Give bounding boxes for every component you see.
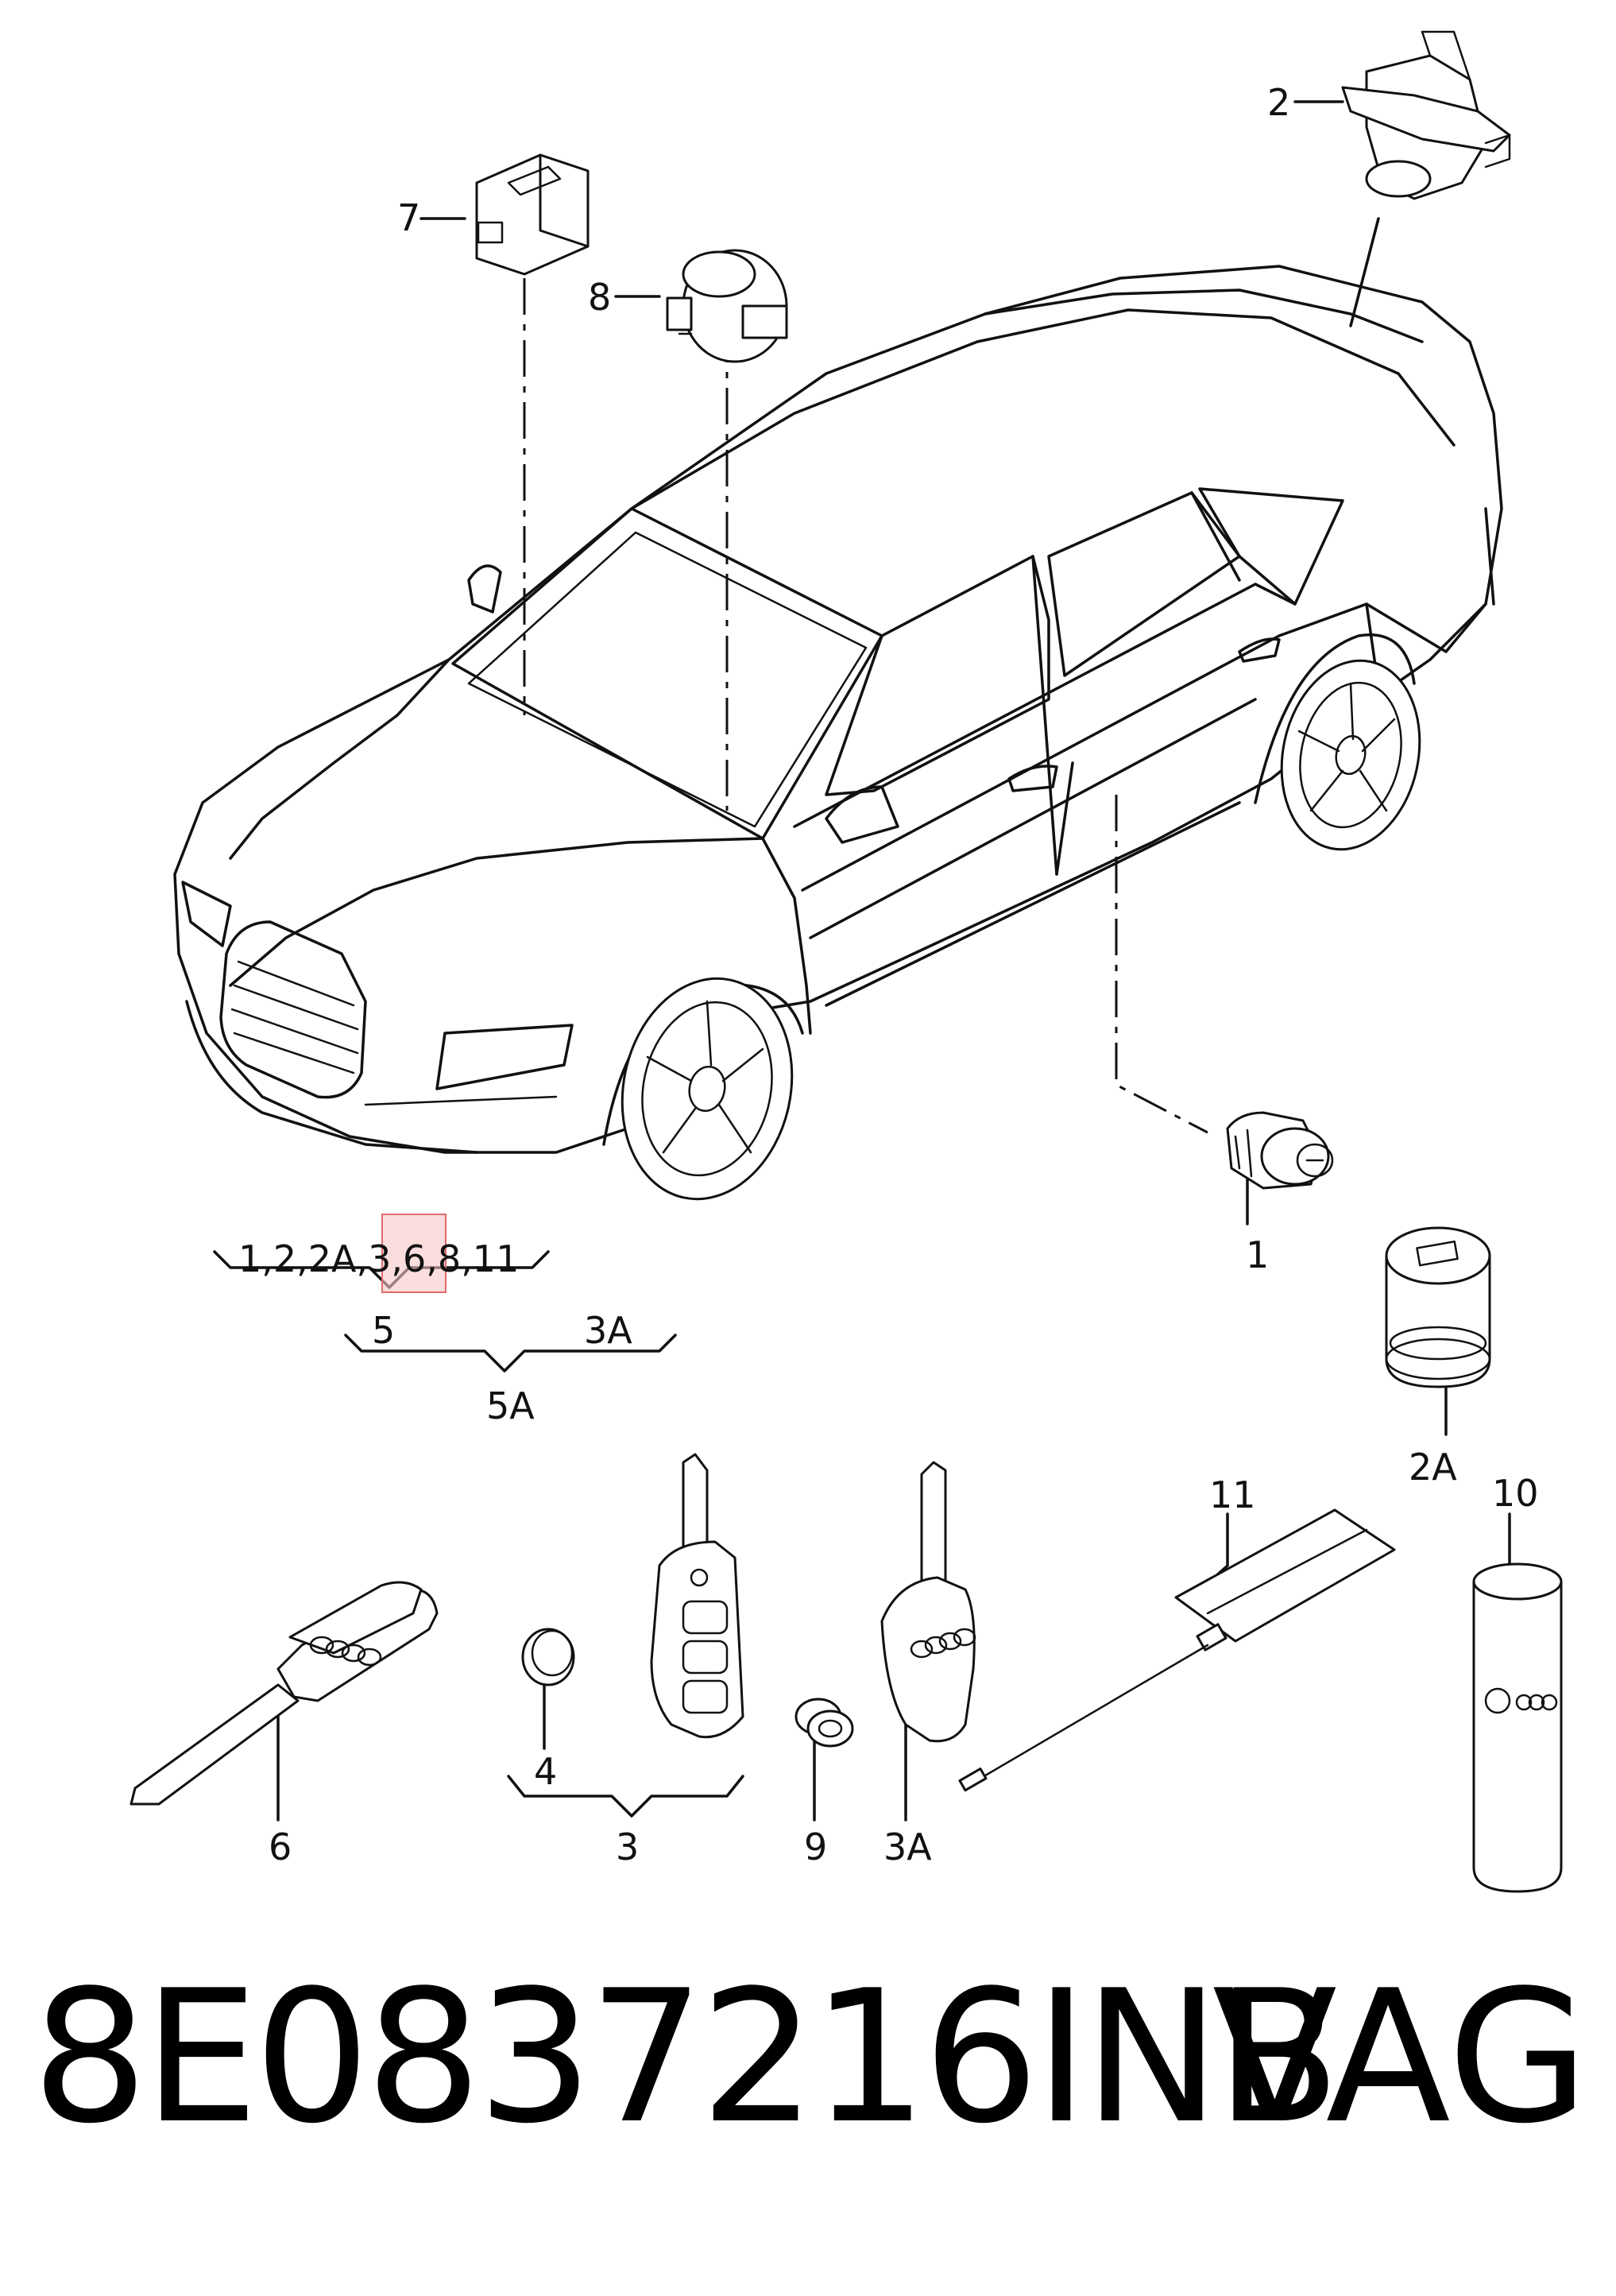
kit-list-prefix: 1,2,2A,	[238, 1237, 368, 1280]
group-brackets	[213, 1250, 744, 1818]
callout-5: 5	[372, 1309, 395, 1352]
highlight-marker	[381, 1214, 447, 1293]
part-9-grommet	[794, 1698, 854, 1748]
callout-10: 10	[1492, 1472, 1539, 1515]
callout-7: 7	[397, 196, 420, 239]
part-4-battery	[521, 1628, 575, 1686]
callout-1: 1	[1246, 1233, 1269, 1276]
part-11-transponder	[958, 1508, 1396, 1792]
footer: 8E0837216INB VAG	[32, 1939, 1589, 2178]
callout-2: 2	[1267, 81, 1290, 124]
part-3-flip-key	[650, 1453, 744, 1739]
part-10-canister	[1472, 1562, 1563, 1893]
callout-3a: 3A	[883, 1826, 932, 1868]
callout-8: 8	[588, 276, 611, 319]
callout-9: 9	[804, 1826, 827, 1868]
callout-6: 6	[269, 1826, 292, 1868]
part-2a-lock-barrel	[1385, 1226, 1491, 1388]
callout-3a-kit: 3A	[584, 1309, 632, 1352]
part-3a-remote-key	[880, 1461, 976, 1743]
callout-11: 11	[1209, 1473, 1256, 1516]
part-8-cylinder	[666, 249, 788, 363]
callout-3: 3	[616, 1826, 639, 1868]
part-6-key	[130, 1581, 439, 1806]
callout-4: 4	[534, 1750, 557, 1793]
kit-list-highlight: 3,6,	[368, 1237, 438, 1280]
callout-5a: 5A	[486, 1384, 535, 1427]
part-2-ignition-lock	[1341, 30, 1511, 200]
kit-list-suffix: 8,11	[438, 1237, 519, 1280]
brand-name: VAG	[1212, 1952, 1589, 2164]
kit-list: 1,2,2A,3,6,8,11	[238, 1237, 519, 1280]
car-illustration	[173, 265, 1503, 1201]
callout-2a: 2A	[1409, 1446, 1457, 1489]
part-number: 8E0837216INB	[32, 1952, 1341, 2164]
part-7-switch	[475, 153, 590, 276]
part-1-door-cylinder	[1226, 1111, 1334, 1190]
